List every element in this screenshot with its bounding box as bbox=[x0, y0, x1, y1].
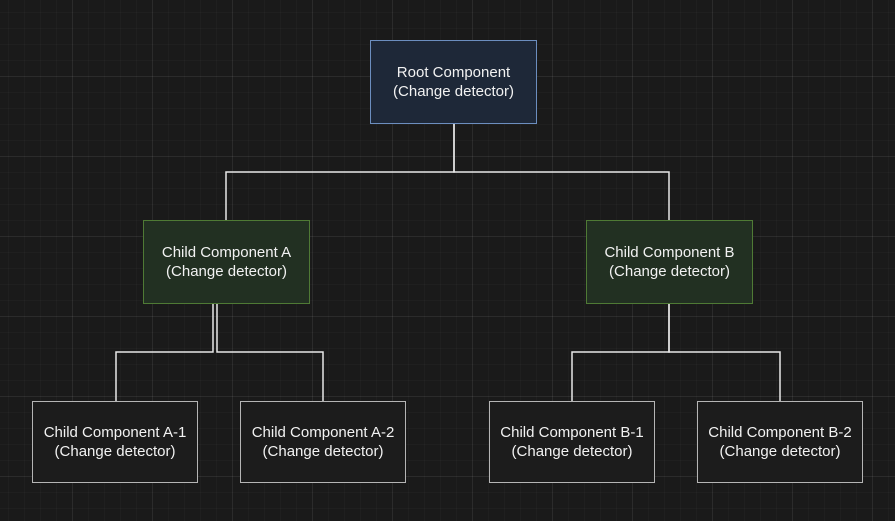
root-component-node[interactable]: Root Component (Change detector) bbox=[370, 40, 537, 124]
edge-child-a-to-child-a1 bbox=[115, 304, 214, 401]
child-component-a1-node[interactable]: Child Component A-1 (Change detector) bbox=[32, 401, 198, 483]
node-subtitle: (Change detector) bbox=[609, 263, 730, 280]
edge-root-to-child-a bbox=[225, 124, 455, 220]
node-subtitle: (Change detector) bbox=[511, 443, 633, 460]
edge-root-to-child-b bbox=[453, 124, 670, 220]
node-title: Child Component B-1 bbox=[500, 424, 644, 441]
node-subtitle: (Change detector) bbox=[393, 83, 514, 100]
child-component-b1-node[interactable]: Child Component B-1 (Change detector) bbox=[489, 401, 655, 483]
child-component-b2-node[interactable]: Child Component B-2 (Change detector) bbox=[697, 401, 863, 483]
node-subtitle: (Change detector) bbox=[719, 443, 841, 460]
node-title: Root Component bbox=[396, 64, 511, 81]
node-title: Child Component B-2 bbox=[708, 424, 852, 441]
child-component-a2-node[interactable]: Child Component A-2 (Change detector) bbox=[240, 401, 406, 483]
node-title: Child Component A bbox=[161, 244, 292, 261]
edge-child-a-to-child-a2 bbox=[216, 304, 324, 401]
node-subtitle: (Change detector) bbox=[54, 443, 176, 460]
child-component-b-node[interactable]: Child Component B (Change detector) bbox=[586, 220, 753, 304]
node-title: Child Component B bbox=[604, 244, 735, 261]
node-title: Child Component A-2 bbox=[251, 424, 395, 441]
node-title: Child Component A-1 bbox=[43, 424, 187, 441]
edge-child-b-to-child-b2 bbox=[668, 304, 781, 401]
node-subtitle: (Change detector) bbox=[166, 263, 287, 280]
edge-child-b-to-child-b1 bbox=[571, 304, 670, 401]
child-component-a-node[interactable]: Child Component A (Change detector) bbox=[143, 220, 310, 304]
node-subtitle: (Change detector) bbox=[262, 443, 384, 460]
